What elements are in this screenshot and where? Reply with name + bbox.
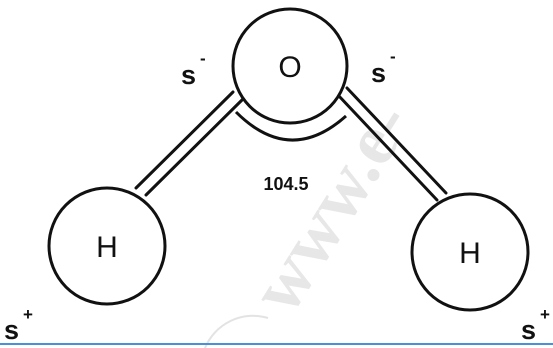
bond-angle-arc <box>234 110 347 142</box>
bond-angle-label: 104.5 <box>263 174 308 194</box>
partial-charge-oxygen-left: s - <box>181 49 206 90</box>
hydrogen-right-symbol: H <box>459 237 481 270</box>
hydrogen-left-circle <box>47 186 167 306</box>
partial-charge-oxygen-right: s - <box>371 47 396 88</box>
charge-sign: - <box>200 49 206 68</box>
watermark-text: www.e- <box>235 87 428 327</box>
hydrogen-atom-right: H <box>410 192 530 312</box>
partial-charge-hydrogen-right: s + <box>521 305 550 345</box>
charge-letter: s <box>521 315 536 345</box>
charge-letter: s <box>4 315 19 345</box>
bond-left <box>134 90 245 197</box>
watermark: www.e- <box>235 87 428 327</box>
bond-right <box>336 86 448 202</box>
hydrogen-atom-left: H <box>47 186 167 306</box>
charge-letter: s <box>371 58 386 88</box>
watermark-seal <box>204 314 269 348</box>
charge-sign: + <box>540 305 550 324</box>
partial-charge-hydrogen-left: s + <box>4 305 33 345</box>
charge-letter: s <box>181 60 196 90</box>
hydrogen-left-symbol: H <box>96 231 118 264</box>
oxygen-symbol: O <box>278 51 301 84</box>
charge-sign: - <box>390 47 396 66</box>
charge-sign: + <box>23 305 33 324</box>
oxygen-circle <box>231 7 349 125</box>
hydrogen-right-circle <box>410 192 530 312</box>
oxygen-atom: O <box>231 7 349 125</box>
